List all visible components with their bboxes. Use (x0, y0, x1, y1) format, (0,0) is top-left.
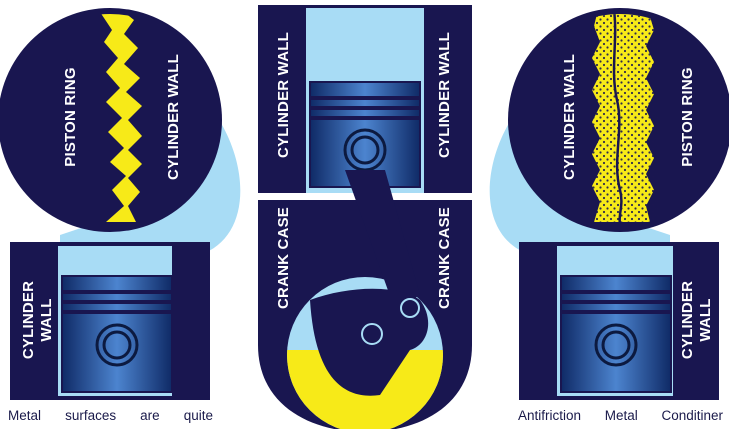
left-block-label-line1: CYLINDER (20, 281, 37, 359)
center-crank-case-right-label: CRANK CASE (436, 207, 453, 309)
caption-word: Metal (8, 408, 41, 423)
right-block-label-line1: CYLINDER (679, 281, 696, 359)
right-piston-ring-label: PISTON RING (679, 67, 696, 166)
right-caption: Antifriction Metal Conditiner (518, 408, 723, 423)
center-cylinder-wall-left-label: CYLINDER WALL (275, 32, 292, 158)
center-panel: CYLINDER WALL CYLINDER WALL CRANK CASE C… (258, 5, 472, 429)
left-cylinder-wall-label: CYLINDER WALL (165, 54, 182, 180)
left-panel: PISTON RING CYLINDER WALL CYLINDER WALL (0, 8, 240, 400)
caption-word: quite (184, 408, 213, 423)
right-cylinder-wall-label: CYLINDER WALL (561, 54, 578, 180)
left-piston (62, 276, 172, 392)
caption-word: Metal (605, 408, 638, 423)
caption-word: Antifriction (518, 408, 581, 423)
left-piston-ring-label: PISTON RING (62, 67, 79, 166)
caption-word: Conditiner (661, 408, 723, 423)
right-block-label-line2: WALL (697, 298, 714, 341)
right-panel: CYLINDER WALL PISTON RING CYLINDER WALL (490, 8, 729, 400)
left-caption: Metal surfaces are quite (8, 408, 213, 423)
center-crank-case-left-label: CRANK CASE (275, 207, 292, 309)
right-piston (561, 276, 671, 392)
caption-word: surfaces (65, 408, 116, 423)
left-block-label-line2: WALL (38, 298, 55, 341)
center-cylinder-wall-right-label: CYLINDER WALL (436, 32, 453, 158)
caption-word: are (140, 408, 160, 423)
